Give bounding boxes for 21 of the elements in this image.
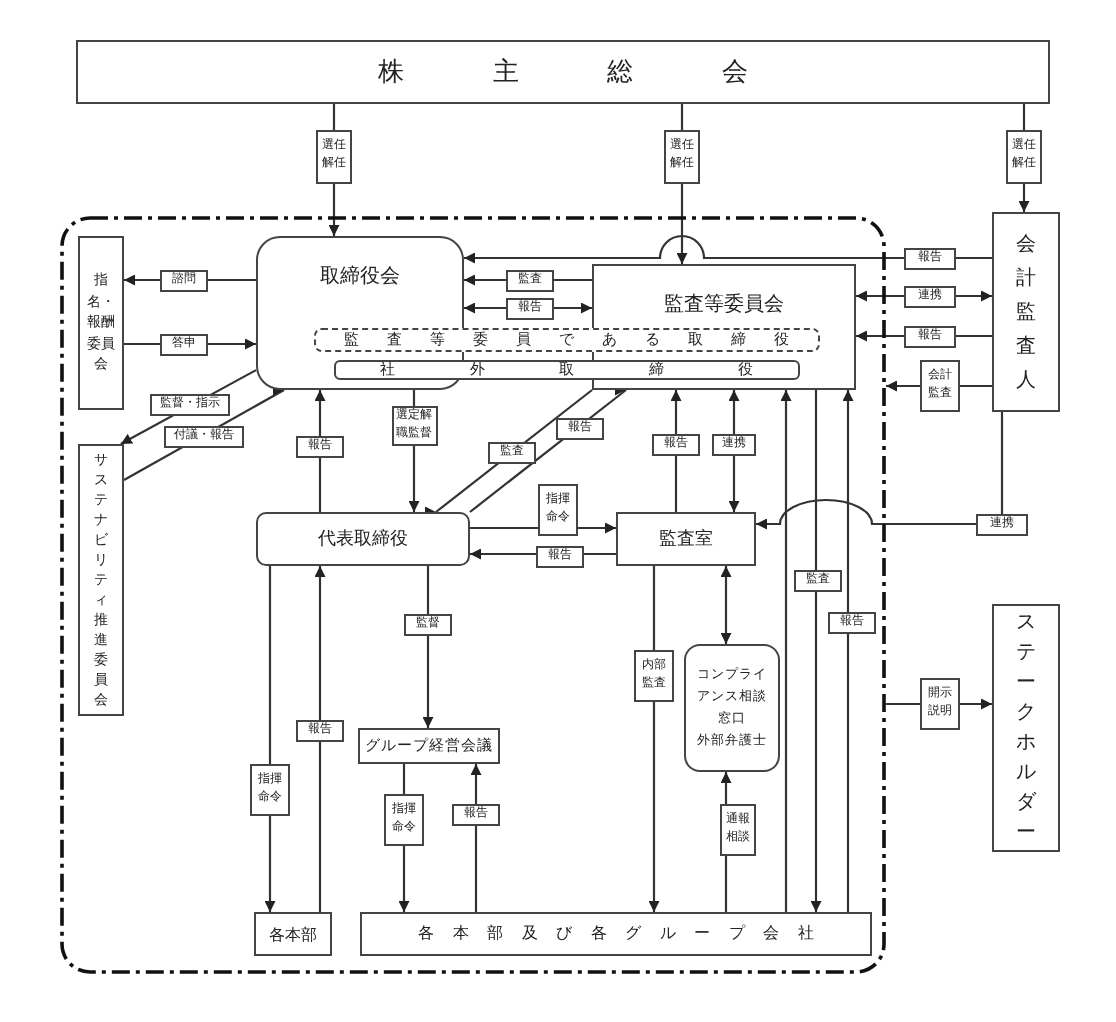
arrow [670, 390, 682, 512]
arrow [314, 566, 326, 912]
arrow [756, 412, 1004, 530]
arrow [314, 390, 326, 512]
arrow [720, 566, 732, 644]
arrow [124, 338, 256, 350]
arrow [780, 390, 792, 912]
stakeholder-box: ステークホルダー [992, 604, 1060, 852]
auditor-box: 会計監査人 [992, 212, 1060, 412]
arrow [728, 390, 740, 512]
division-box: 各本部 [254, 912, 332, 956]
arrow [464, 235, 992, 264]
audit-office-box: 監査室 [616, 512, 756, 566]
arrow [810, 390, 822, 912]
consultation-box [684, 644, 780, 772]
companies-box: 各本部及び各グループ会社 [360, 912, 872, 956]
arrow [422, 566, 434, 728]
arrow [842, 390, 854, 912]
arrow [470, 764, 482, 912]
representative-box: 代表取締役 [256, 512, 470, 566]
meeting-box: 株主総会 [76, 40, 1050, 104]
